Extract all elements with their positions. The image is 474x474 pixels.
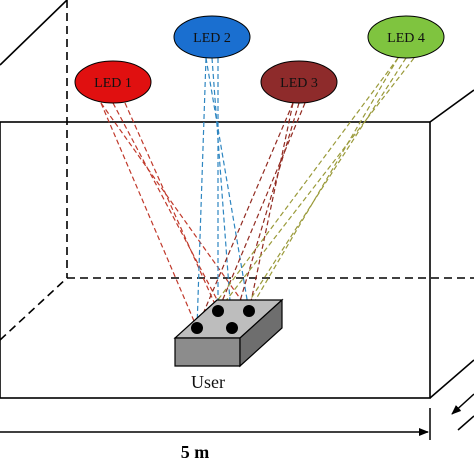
- user-label: User: [191, 372, 225, 392]
- beam-led-2-to-detector-4: [205, 57, 250, 312]
- user-box-front: [174, 337, 241, 367]
- beam-led-4-to-detector-3: [217, 57, 415, 312]
- light-beams: [100, 57, 415, 329]
- beam-led-1-to-detector-2: [112, 102, 233, 329]
- beam-led-1-to-detector-4: [100, 102, 250, 312]
- beam-led-4-to-detector-1: [196, 57, 399, 329]
- room-top-edges: [0, 0, 474, 123]
- led-1-label: LED 1: [94, 76, 132, 91]
- led-1: LED 1: [74, 60, 152, 104]
- beam-led-2-to-detector-2: [211, 57, 233, 329]
- user-device: [173, 298, 284, 368]
- user-box-side: [239, 298, 283, 368]
- photodetector-1: [191, 322, 203, 334]
- dimension-width: 5 m: [0, 408, 431, 462]
- led-4-label: LED 4: [387, 31, 425, 46]
- beam-led-2-to-detector-1: [196, 57, 207, 329]
- beam-led-4-to-detector-4: [248, 57, 399, 312]
- beam-led-3-to-detector-4: [248, 102, 294, 312]
- room-back-face: [0, 0, 474, 341]
- led-4-lamp: [367, 15, 445, 59]
- beam-led-3-to-detector-1: [196, 102, 294, 329]
- beam-led-1-to-detector-1: [100, 102, 198, 329]
- dimension-label: 5 m: [181, 442, 210, 462]
- led-1-lamp: [74, 60, 152, 104]
- led-3: LED 3: [260, 60, 338, 104]
- room-right-edges: [429, 359, 474, 399]
- led-4: LED 4: [367, 15, 445, 59]
- led-3-label: LED 3: [280, 76, 318, 91]
- photodetector-4: [243, 305, 255, 317]
- beam-led-3-to-detector-2: [231, 102, 300, 329]
- led-2-label: LED 2: [193, 31, 231, 46]
- photodetector-2: [226, 322, 238, 334]
- beam-led-3-to-detector-3: [217, 102, 306, 312]
- led-2: LED 2: [173, 15, 251, 59]
- beam-led-1-to-detector-3: [124, 102, 219, 312]
- led-3-lamp: [260, 60, 338, 104]
- led-2-lamp: [173, 15, 251, 59]
- photodetector-3: [212, 305, 224, 317]
- dimension-depth: [451, 393, 474, 431]
- room-front-face: [0, 121, 431, 399]
